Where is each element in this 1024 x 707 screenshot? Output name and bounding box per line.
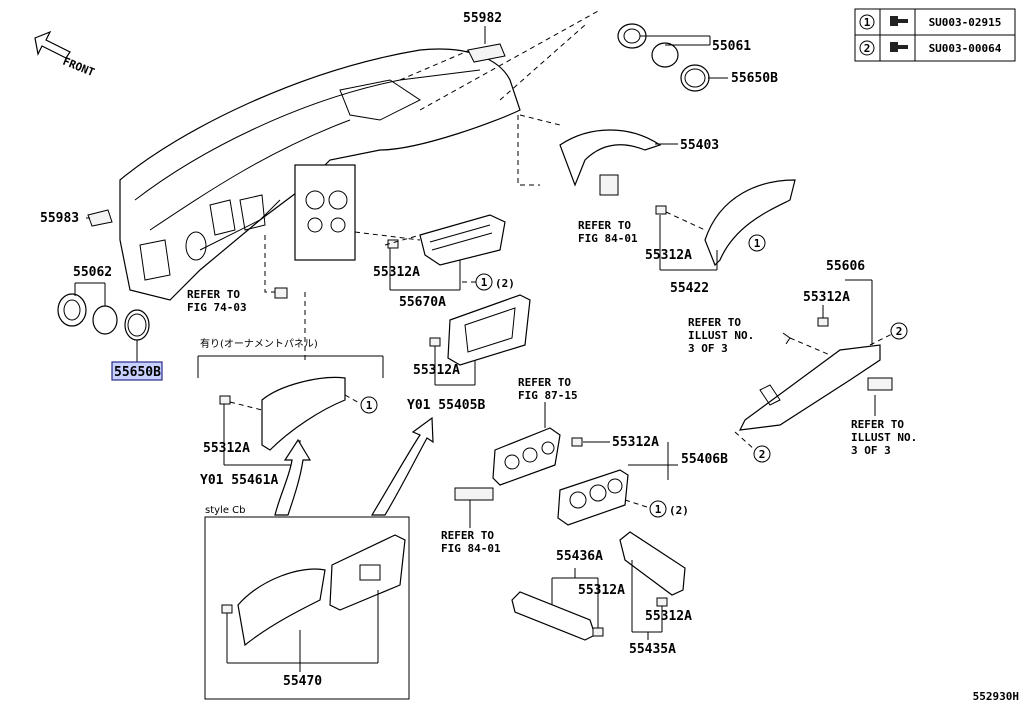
ref-7403-line1: REFER TO	[187, 288, 240, 301]
callout-2-a: 2	[896, 325, 903, 338]
illus1-line2: ILLUST NO.	[688, 329, 754, 342]
label-55435A: 55435A	[629, 642, 676, 657]
qty-2-b: (2)	[669, 504, 689, 517]
diagram-id: 552930H	[973, 690, 1019, 703]
label-55422: 55422	[670, 281, 709, 296]
label-55470: 55470	[283, 674, 322, 689]
callout-1-b: 1	[754, 237, 761, 250]
label-55312A-left: 55312A	[203, 441, 250, 456]
highlight-55650B[interactable]	[111, 361, 163, 381]
part-55422-panel	[704, 179, 796, 267]
bolt-icon	[890, 16, 908, 26]
front-arrow: FRONT	[34, 30, 97, 80]
label-55403: 55403	[680, 138, 719, 153]
ref-8401-line2: FIG 84-01	[578, 232, 638, 245]
label-55061: 55061	[712, 39, 751, 54]
instrument-panel	[119, 48, 521, 301]
ref-8401c-line2: FIG 84-01	[441, 542, 501, 555]
label-55312A-heater: 55312A	[612, 435, 659, 450]
part-55061-vent	[617, 23, 710, 92]
label-55436A: 55436A	[556, 549, 603, 564]
legend-code-2: SU003-00064	[929, 42, 1002, 55]
part-55461A-hood	[219, 376, 346, 451]
part-55670A-vent	[387, 214, 506, 266]
illus2-line1: REFER TO	[851, 418, 904, 431]
label-55312A-right: 55312A	[645, 248, 692, 263]
label-55406B: 55406B	[681, 452, 728, 467]
callout-1-a: 1	[481, 276, 488, 289]
part-55435A-bracket	[619, 531, 686, 607]
ref-8715-line2: FIG 87-15	[518, 389, 578, 402]
label-55606: 55606	[826, 259, 865, 274]
label-55650B-left[interactable]: 55650B	[114, 365, 161, 380]
part-55470-set	[221, 534, 406, 647]
part-55606-lower-panel	[738, 317, 893, 431]
illus1-line3: 3 OF 3	[688, 342, 728, 355]
label-55312A-mid: 55312A	[413, 363, 460, 378]
ref-8715-line1: REFER TO	[518, 376, 571, 389]
label-55650B-top: 55650B	[731, 71, 778, 86]
callout-2-b: 2	[759, 448, 766, 461]
legend-code-1: SU003-02915	[929, 16, 1002, 29]
arrow-up-left	[274, 438, 312, 516]
label-55312A-low1: 55312A	[578, 583, 625, 598]
ref-8401c-line1: REFER TO	[441, 529, 494, 542]
label-55312A-far: 55312A	[803, 290, 850, 305]
label-55461A: Y01 55461A	[200, 473, 278, 488]
label-55405B: Y01 55405B	[407, 398, 485, 413]
legend-num-2: 2	[864, 42, 871, 55]
part-55982-shape	[467, 43, 506, 63]
illus2-line3: 3 OF 3	[851, 444, 891, 457]
qty-2-a: (2)	[495, 277, 515, 290]
part-55403-hood	[559, 129, 662, 187]
label-55312A-low2: 55312A	[645, 609, 692, 624]
style-box	[204, 516, 410, 700]
style-label: style Cb	[205, 505, 246, 516]
label-55062: 55062	[73, 265, 112, 280]
ornament-note: 有り(オーナメントパネル)	[200, 337, 318, 350]
ref-7403-line2: FIG 74-03	[187, 301, 247, 314]
ref-8401-line1: REFER TO	[578, 219, 631, 232]
illus1-line1: REFER TO	[688, 316, 741, 329]
legend-table: 1 2 SU003-02915 SU003-00064	[854, 8, 1016, 62]
arrow-up-right	[370, 416, 434, 516]
part-55406B-heater	[492, 427, 629, 526]
label-55312A-center: 55312A	[373, 265, 420, 280]
callout-1-c: 1	[366, 399, 373, 412]
label-55670A: 55670A	[399, 295, 446, 310]
screw-icon	[890, 42, 908, 52]
front-label: FRONT	[61, 55, 97, 80]
legend-num-1: 1	[864, 16, 871, 29]
part-55436A-panel	[511, 591, 604, 641]
illus2-line2: ILLUST NO.	[851, 431, 917, 444]
part-55062-vent	[57, 293, 150, 341]
label-55982: 55982	[463, 11, 502, 26]
label-55983: 55983	[40, 211, 79, 226]
part-55405B-panel	[429, 294, 531, 366]
callout-1-d: 1	[655, 503, 662, 516]
